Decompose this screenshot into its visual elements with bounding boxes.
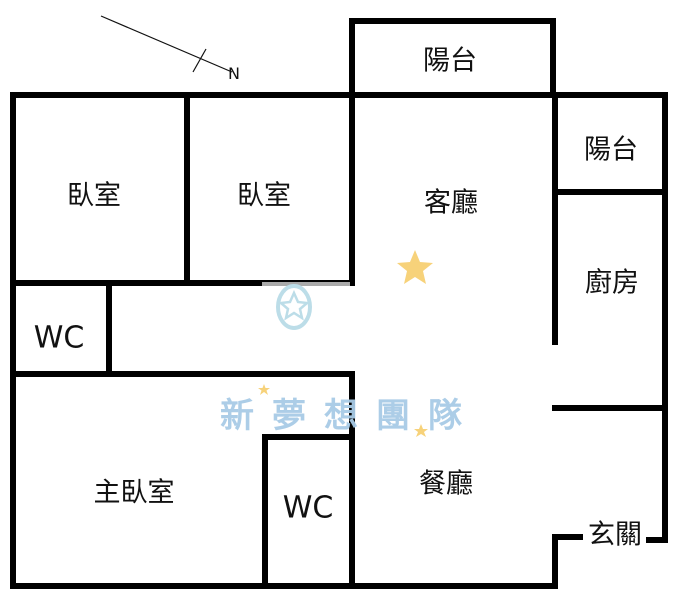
room-living: 客廳 <box>424 187 478 219</box>
compass-north-label: N <box>228 64 240 83</box>
room-balcony-right: 陽台 <box>584 134 638 166</box>
room-kitchen: 廚房 <box>585 267 639 299</box>
room-balcony-top: 陽台 <box>423 45 477 77</box>
room-dining: 餐廳 <box>419 468 473 500</box>
compass-icon <box>100 15 233 73</box>
star-icon <box>258 384 270 395</box>
room-bedroom-2: 臥室 <box>237 180 291 212</box>
room-bedroom-1: 臥室 <box>67 180 121 212</box>
room-entrance: 玄關 <box>584 512 646 552</box>
room-master-bedroom: 主臥室 <box>93 477 175 509</box>
watermark-text: 新夢想團隊 <box>220 396 480 436</box>
star-icon <box>397 250 433 284</box>
room-wc-2: WC <box>282 490 334 526</box>
walls <box>10 18 668 589</box>
room-wc-1: WC <box>33 320 85 356</box>
logo-star-icon <box>278 289 310 321</box>
star-icon <box>414 424 428 437</box>
logo-icon <box>276 284 312 330</box>
